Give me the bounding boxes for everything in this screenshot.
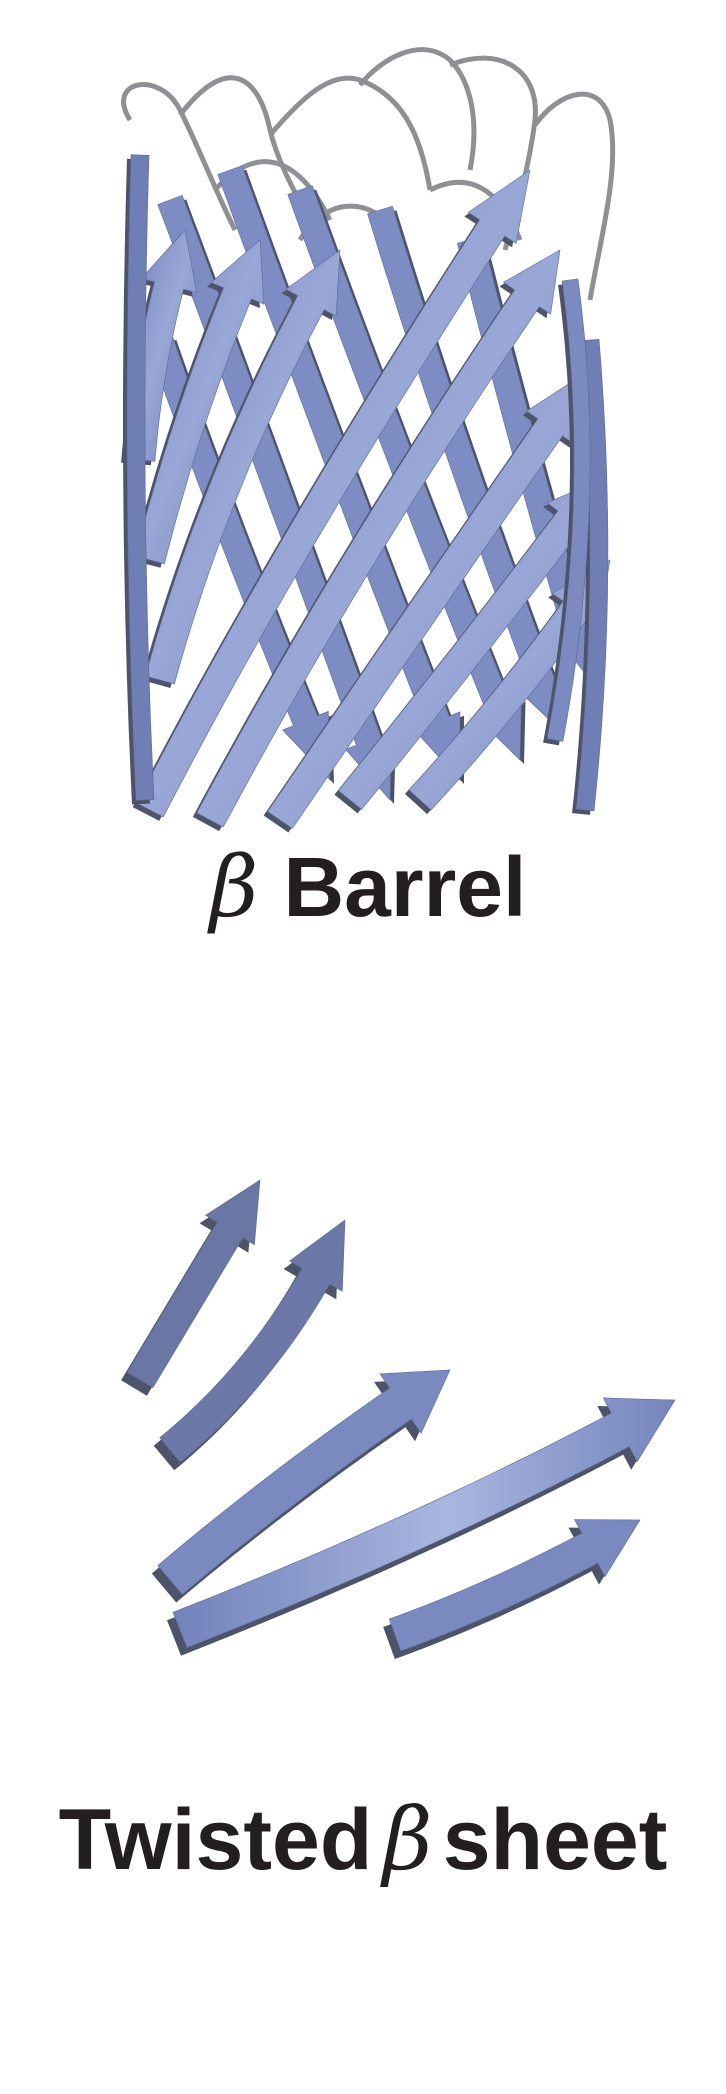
strand-face — [126, 1179, 261, 1389]
barrel-loop — [268, 75, 433, 191]
sheet-strand — [167, 1397, 676, 1656]
sheet-caption-before: Twisted — [58, 1792, 373, 1888]
barrel-strand — [263, 369, 591, 833]
sheet-strand — [121, 1179, 261, 1396]
sheet-strand — [153, 1219, 346, 1471]
barrel-loop — [358, 47, 477, 171]
sheet-strand — [383, 1519, 641, 1659]
strand-face — [136, 169, 531, 818]
strand-face — [159, 1219, 346, 1463]
strand-face — [135, 239, 265, 565]
twisted-beta-sheet-illustration — [121, 1179, 676, 1659]
barrel-caption: β Barrel — [0, 838, 726, 936]
barrel-front-strands — [121, 154, 611, 833]
sheet-caption-after: sheet — [442, 1792, 668, 1888]
barrel-caption-text: Barrel — [283, 840, 527, 934]
barrel-loop — [121, 82, 238, 232]
barrel-edge-strand — [543, 278, 591, 746]
strand-face — [196, 249, 561, 828]
strand-face — [172, 1397, 676, 1649]
strand-face — [267, 369, 591, 829]
sheet-strand — [151, 1369, 451, 1603]
strand-face — [126, 154, 155, 801]
beta-symbol: β — [382, 1790, 433, 1890]
barrel-strand — [141, 249, 341, 688]
barrel-strand — [192, 249, 561, 832]
sheet-strands — [121, 1179, 676, 1659]
strand-face — [388, 1519, 641, 1652]
barrel-strand — [132, 169, 531, 821]
barrel-strand — [131, 239, 265, 568]
strand-face — [145, 249, 341, 685]
strand-face — [546, 278, 591, 742]
strand-face — [157, 1369, 451, 1595]
barrel-edge-strand — [123, 154, 155, 805]
beta-symbol: β — [209, 838, 259, 936]
barrel-loop — [532, 91, 616, 301]
beta-barrel-illustration — [121, 47, 616, 833]
